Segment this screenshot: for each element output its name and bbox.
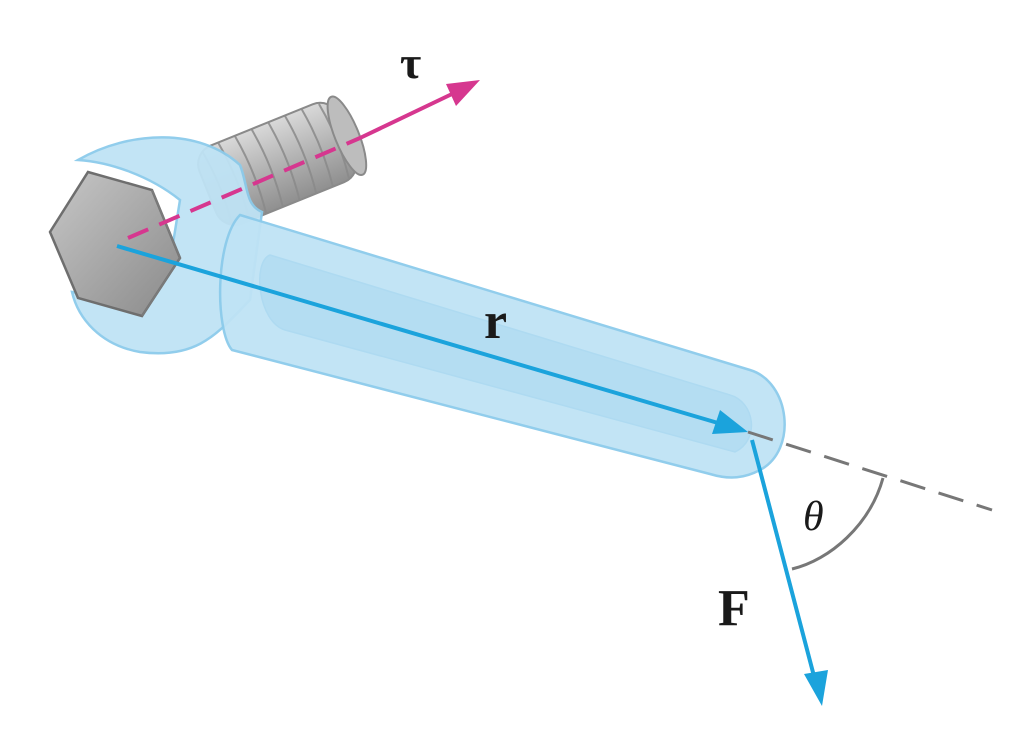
torque-arrowhead bbox=[446, 80, 480, 106]
wrench bbox=[70, 136, 786, 479]
torque-vector bbox=[127, 80, 480, 240]
angle-label: θ bbox=[803, 494, 824, 540]
force-arrowhead bbox=[804, 670, 828, 706]
torque-label: τ bbox=[400, 37, 421, 88]
extension-dashed-line bbox=[747, 430, 993, 512]
force-vector bbox=[750, 439, 828, 706]
angle-arc bbox=[791, 477, 885, 571]
position-vector bbox=[116, 244, 748, 434]
force-label: F bbox=[718, 580, 750, 637]
position-arrowhead bbox=[712, 410, 748, 434]
position-label: r bbox=[484, 293, 507, 350]
bolt-head bbox=[48, 170, 182, 318]
